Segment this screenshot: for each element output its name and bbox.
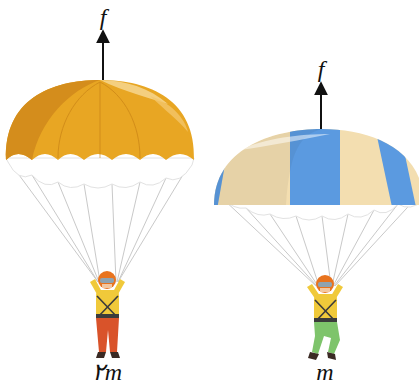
left-skydiver [90, 271, 125, 358]
mass-label: ۲m [92, 360, 122, 384]
right-parachute [191, 84, 419, 360]
force-label: f [100, 5, 107, 29]
left-parachute [6, 32, 194, 358]
mass-label: m [316, 360, 333, 384]
right-skydiver [307, 275, 343, 360]
force-label: f [318, 57, 325, 81]
